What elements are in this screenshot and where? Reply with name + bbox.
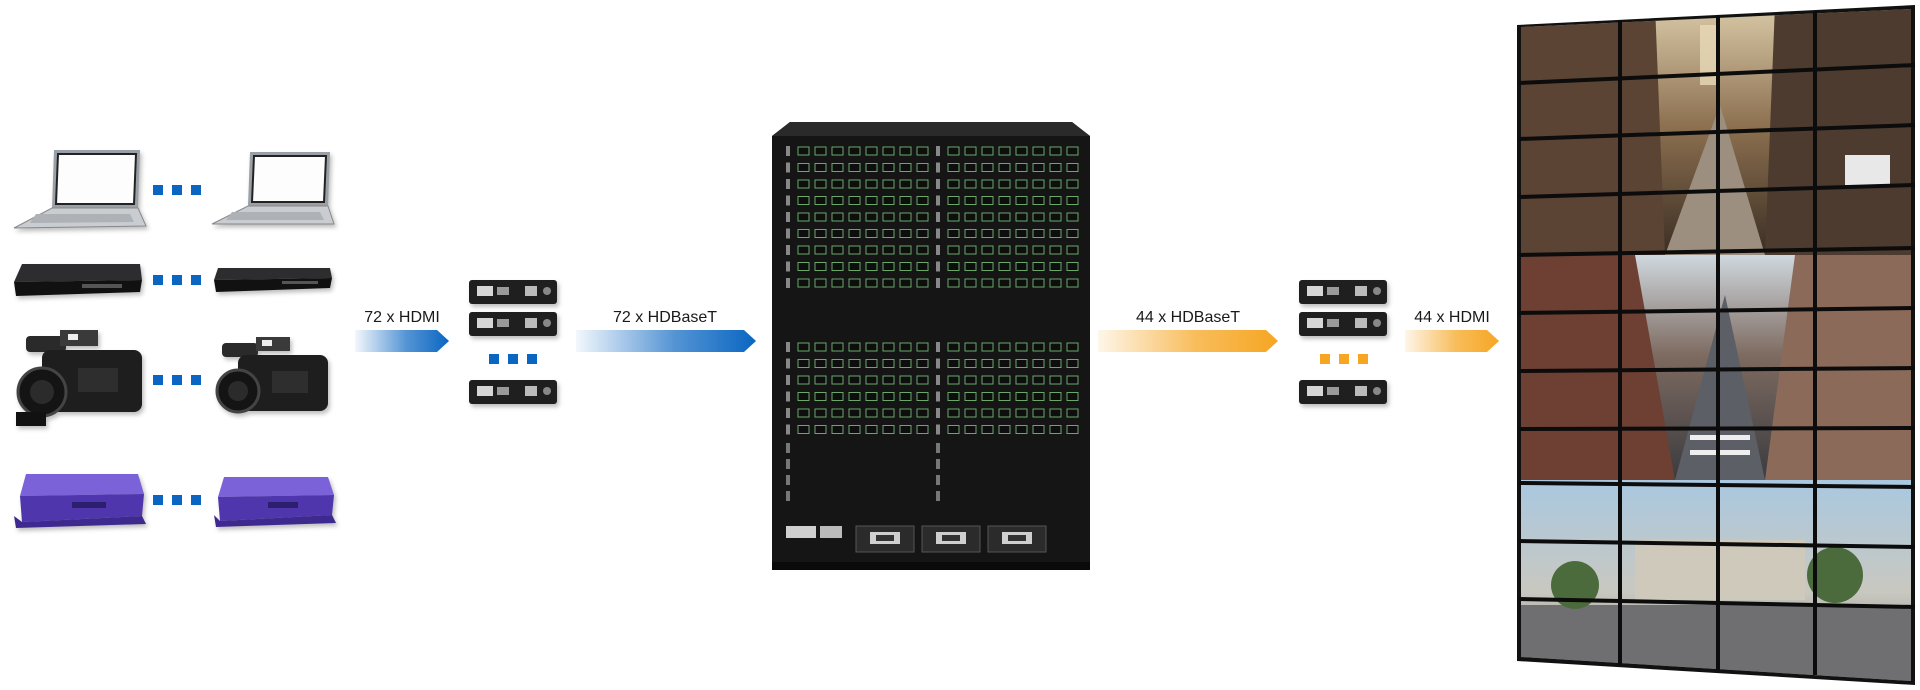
- input-hdmi-arrow: [355, 330, 449, 352]
- input-hdbaset-label: 72 x HDBaseT: [612, 309, 718, 326]
- media-player-icon: [214, 477, 336, 527]
- laptop-icon: [211, 152, 335, 225]
- extender-dots: [1320, 354, 1368, 364]
- matrix-switcher-icon: [772, 122, 1090, 570]
- output-hdbaset-arrow: [1098, 330, 1278, 352]
- bluray-player-icon: [14, 264, 142, 296]
- extender-dots: [489, 354, 537, 364]
- source-dots: [153, 495, 201, 505]
- input-hdmi-label: 72 x HDMI: [364, 309, 440, 326]
- hdbaset-extender-icon: [469, 280, 557, 304]
- bluray-player-icon: [214, 268, 332, 292]
- input-hdbaset-arrow: [576, 330, 756, 352]
- output-hdbaset-label: 44 x HDBaseT: [1135, 309, 1241, 326]
- hdbaset-extender-icon: [469, 380, 557, 404]
- hdbaset-extender-icon: [469, 312, 557, 336]
- source-dots: [153, 275, 201, 285]
- laptop-icon: [13, 150, 147, 229]
- hdbaset-extender-icon: [1299, 312, 1387, 336]
- video-camera-icon: [215, 337, 328, 414]
- hdbaset-extender-icon: [1299, 280, 1387, 304]
- source-dots: [153, 375, 201, 385]
- video-wall-icon: [1517, 5, 1916, 685]
- output-hdmi-label: 44 x HDMI: [1414, 309, 1490, 326]
- video-camera-icon: [16, 330, 142, 426]
- media-player-icon: [14, 474, 146, 528]
- source-dots: [153, 185, 201, 195]
- output-hdmi-arrow: [1405, 330, 1499, 352]
- hdbaset-extender-icon: [1299, 380, 1387, 404]
